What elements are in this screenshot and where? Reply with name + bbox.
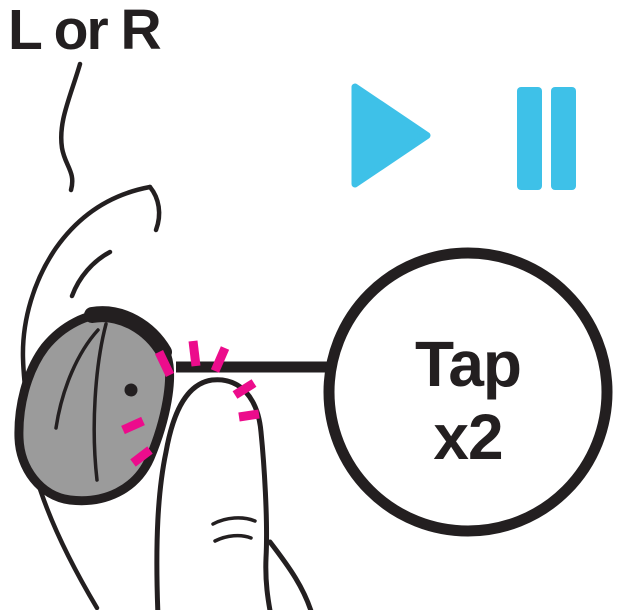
tap-flash-mark xyxy=(188,340,201,367)
earbud xyxy=(14,306,175,506)
tap-flash-mark xyxy=(121,416,145,435)
head-curve xyxy=(59,61,83,193)
tap-flash-marks xyxy=(121,340,260,467)
finger-crease-1 xyxy=(211,516,257,526)
finger xyxy=(154,377,314,610)
media-controls xyxy=(351,83,576,190)
pause-icon xyxy=(517,87,576,190)
tap-flash-mark xyxy=(154,350,175,377)
ear-helix-curve xyxy=(20,184,153,610)
play-icon xyxy=(351,83,431,188)
earbud-top-edge xyxy=(84,306,172,360)
tap-flash-mark xyxy=(210,346,230,373)
tap-flash-mark xyxy=(238,409,260,422)
tap-flash-mark xyxy=(130,446,153,467)
side-label: L or R xyxy=(8,0,162,62)
ear-antihelix-curve xyxy=(69,249,113,299)
earbud-seam-line xyxy=(92,322,108,482)
pause-bar-left xyxy=(517,87,542,190)
tap-flash-mark xyxy=(232,379,257,399)
callout-text-x2: x2 xyxy=(433,401,502,473)
pause-bar-right xyxy=(551,87,576,190)
earbud-seam-line-2 xyxy=(54,328,100,430)
callout-circle xyxy=(323,247,613,537)
earbud-mic-dot xyxy=(124,383,138,397)
tap-callout: Tap x2 xyxy=(323,247,613,537)
ear-outline xyxy=(20,61,162,610)
ear-helix-hook xyxy=(147,184,162,233)
callout-text-tap: Tap xyxy=(415,328,521,400)
hand-edge-curve xyxy=(267,539,314,610)
finger-crease-2 xyxy=(213,533,253,543)
